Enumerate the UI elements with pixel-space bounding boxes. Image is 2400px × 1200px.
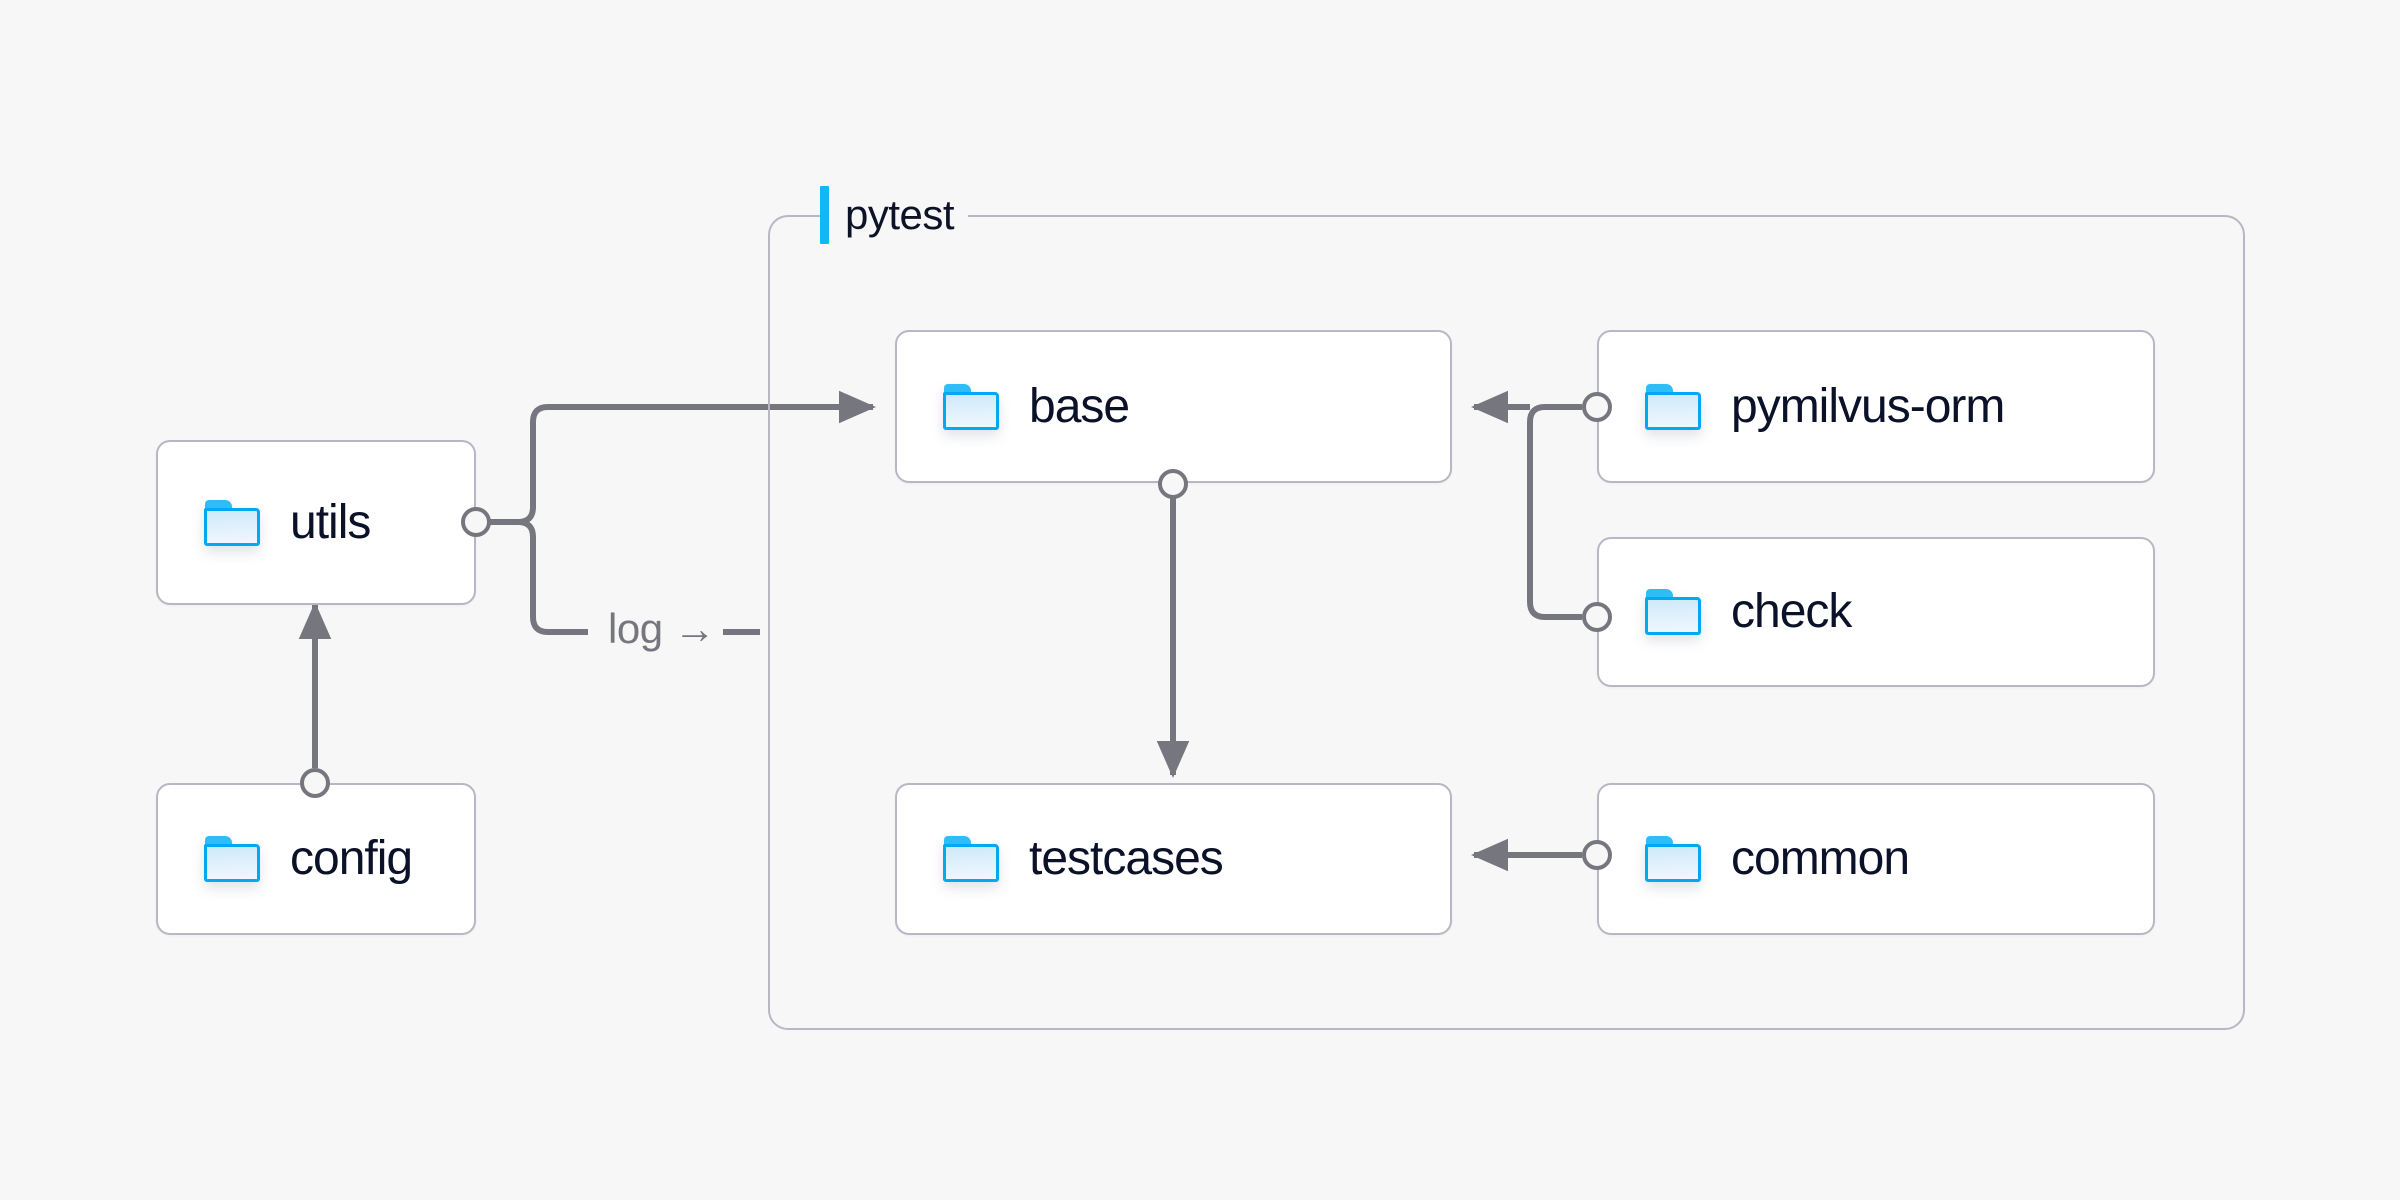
group-pytest-label: pytest (820, 185, 969, 245)
node-testcases[interactable]: testcases (895, 783, 1452, 935)
port-utils-right[interactable] (461, 507, 491, 537)
folder-icon (943, 836, 999, 882)
port-pymilvus-orm-left[interactable] (1582, 392, 1612, 422)
node-utils[interactable]: utils (156, 440, 476, 605)
edge-utils-log-branch (517, 519, 588, 635)
node-check[interactable]: check (1597, 537, 2155, 687)
edge-label-log: log → (600, 608, 724, 650)
node-common[interactable]: common (1597, 783, 2155, 935)
node-label: testcases (1029, 832, 1224, 885)
folder-icon (204, 499, 260, 546)
node-label: common (1731, 832, 1910, 885)
folder-icon (1645, 383, 1701, 430)
port-common-left[interactable] (1582, 840, 1612, 870)
group-pytest (768, 215, 2245, 1030)
node-label: pymilvus-orm (1731, 379, 2005, 433)
node-label: check (1731, 585, 1852, 638)
group-title: pytest (845, 191, 955, 238)
folder-icon (943, 383, 999, 430)
folder-icon (1645, 836, 1701, 882)
accent-bar-icon (820, 186, 829, 244)
port-check-left[interactable] (1582, 602, 1612, 632)
node-pymilvus-orm[interactable]: pymilvus-orm (1597, 330, 2155, 483)
node-label: base (1029, 379, 1130, 433)
node-label: config (290, 832, 413, 885)
node-config[interactable]: config (156, 783, 476, 935)
node-base[interactable]: base (895, 330, 1452, 483)
port-base-bottom[interactable] (1158, 469, 1188, 499)
port-config-top[interactable] (300, 768, 330, 798)
folder-icon (1645, 589, 1701, 635)
folder-icon (204, 836, 260, 882)
node-label: utils (290, 495, 371, 549)
